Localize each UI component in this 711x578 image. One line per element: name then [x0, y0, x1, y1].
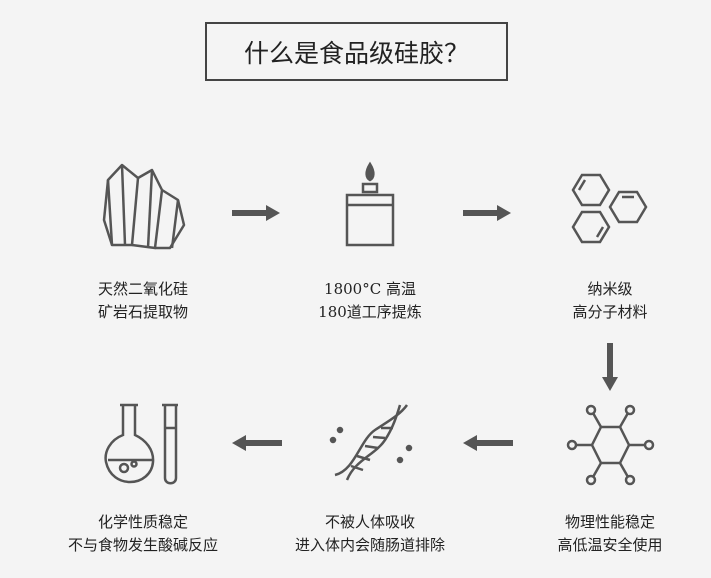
caption-line: 高分子材料 — [572, 303, 648, 321]
molecule-network-icon — [566, 404, 655, 486]
caption-line: 高低温安全使用 — [557, 536, 663, 554]
hexagon-molecule-icon — [571, 173, 648, 244]
caption-line: 1800°C 高温 — [324, 280, 416, 298]
caption-line: 180道工序提炼 — [318, 303, 422, 321]
arrow-right-icon — [463, 205, 511, 221]
page-title: 什么是食品级硅胶？ — [205, 22, 508, 81]
arrow-left-icon — [232, 435, 282, 451]
caption-line: 纳米级 — [587, 280, 633, 298]
caption-line: 化学性质稳定 — [97, 513, 188, 531]
arrow-left-icon — [463, 435, 513, 451]
caption-line: 矿岩石提取物 — [97, 303, 188, 321]
step-caption-silica: 天然二氧化硅矿岩石提取物 — [33, 278, 253, 324]
lab-flask-icon — [104, 403, 178, 485]
crystal-icon — [102, 163, 186, 250]
step-caption-physical: 物理性能稳定高低温安全使用 — [500, 511, 711, 557]
caption-line: 不被人体吸收 — [324, 513, 415, 531]
caption-line: 进入体内会随肠道排除 — [294, 536, 445, 554]
step-caption-heat: 1800°C 高温 180道工序提炼 — [260, 278, 480, 324]
arrow-down-icon — [602, 343, 618, 391]
arrow-right-icon — [232, 205, 280, 221]
candle-jar-icon — [345, 161, 395, 247]
caption-line: 天然二氧化硅 — [97, 280, 188, 298]
step-caption-absorb: 不被人体吸收进入体内会随肠道排除 — [260, 511, 480, 557]
dna-icon — [329, 404, 413, 481]
step-caption-chemical: 化学性质稳定不与食物发生酸碱反应 — [33, 511, 253, 557]
caption-line: 不与食物发生酸碱反应 — [67, 536, 218, 554]
caption-line: 物理性能稳定 — [564, 513, 655, 531]
step-caption-nano: 纳米级高分子材料 — [500, 278, 711, 324]
